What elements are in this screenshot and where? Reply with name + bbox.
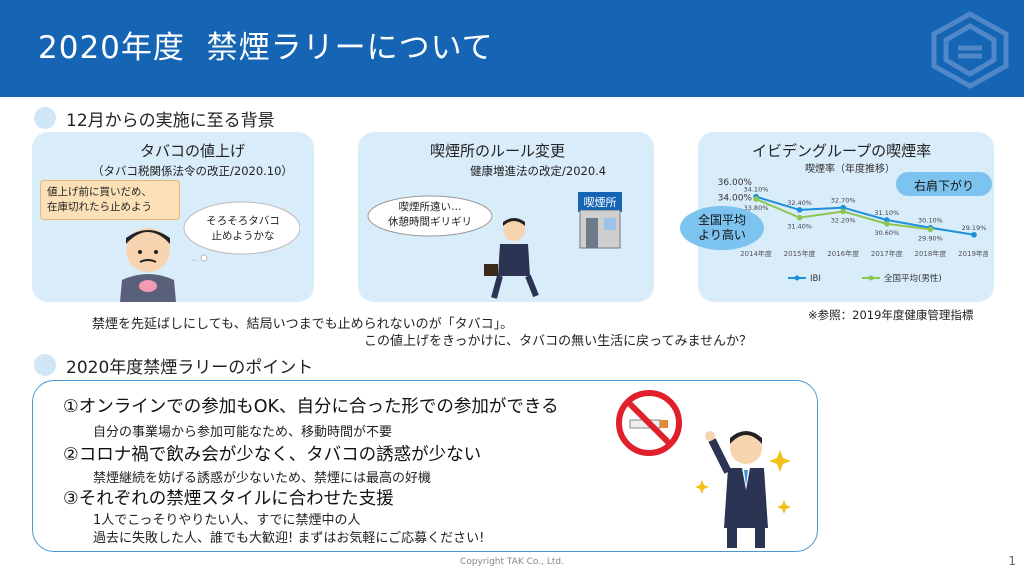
data-label: 30.10% <box>918 217 943 225</box>
page-number: 1 <box>1008 554 1016 568</box>
x-tick-label: 2019年度 <box>958 249 988 258</box>
running-businessman-illustration <box>484 218 539 299</box>
card-smoking-area-rule: 喫煙所のルール変更 健康増進法の改定/2020.4 喫煙所遠い… 休憩時間ギリギ… <box>358 132 654 302</box>
message-line-1: 禁煙を先延ばしにしても、結局いつまでも止められないのが「タバコ」。 <box>92 317 514 332</box>
copyright: Copyright TAK Co., Ltd. <box>460 557 564 567</box>
legend-label: IBI <box>810 274 821 284</box>
section-title-background: 12月からの実施に至る背景 <box>66 111 275 131</box>
point-3-heading: ③それぞれの禁煙スタイルに合わせた支援 <box>63 489 394 509</box>
thought-text: そろそろタバコ 止めようかな <box>206 215 280 242</box>
x-tick-label: 2014年度 <box>740 249 772 258</box>
data-point <box>884 217 890 223</box>
x-tick-label: 2015年度 <box>784 249 816 258</box>
card-ibiden-smoking-rate: イビデングループの喫煙率 <box>698 132 994 302</box>
point-2-detail: 禁煙継続を妨げる誘惑が少ないため、禁煙には最高の好機 <box>93 471 432 486</box>
section-title-points: 2020年度禁煙ラリーのポイント <box>66 358 314 378</box>
point-3-detail: 1人でこっそりやりたい人、すでに禁煙中の人 <box>93 513 361 528</box>
data-point <box>796 207 803 213</box>
tag-higher-than-average: 全国平均 より高い <box>680 206 764 250</box>
legend-label: 全国平均(男性) <box>884 273 942 284</box>
point-1-heading: ①オンラインでの参加もOK、自分に合った形での参加ができる <box>63 397 559 417</box>
data-point <box>971 231 977 238</box>
section-bullet <box>34 107 56 129</box>
smoking-area-sign: 喫煙所 <box>578 192 622 212</box>
point-2-heading: ②コロナ禍で飲み会が少なく、タバコの誘惑が少ない <box>63 445 482 465</box>
data-label: 34.10% <box>744 186 769 194</box>
x-tick-label: 2018年度 <box>914 249 946 258</box>
data-point <box>796 214 803 221</box>
data-point <box>884 221 890 227</box>
speech-bubble: 値上げ前に買いだめ、 在庫切れたら止めよう <box>40 180 180 220</box>
x-tick-label: 2016年度 <box>827 249 859 258</box>
tag-downward-trend: 右肩下がり <box>896 172 992 196</box>
card-title: 喫煙所のルール変更 <box>430 142 566 160</box>
cloud-bubble-icon <box>367 195 493 237</box>
worried-man-illustration <box>120 228 176 302</box>
card-subtitle: （タバコ税関係法令の改正/2020.10） <box>92 164 293 178</box>
data-point <box>840 208 846 215</box>
no-smoking-icon <box>616 390 682 456</box>
page-title: 2020年度 禁煙ラリーについて <box>38 30 494 66</box>
y-tick-label: 34.00% <box>718 194 753 204</box>
data-label: 32.70% <box>831 197 856 205</box>
data-label: 29.19% <box>962 224 987 232</box>
point-1-detail: 自分の事業場から参加可能なため、移動時間が不要 <box>93 425 393 440</box>
data-label: 29.90% <box>918 234 943 242</box>
pointing-businessman-illustration <box>696 431 791 548</box>
points-box: ①オンラインでの参加もOK、自分に合った形での参加ができる 自分の事業場から参加… <box>32 380 818 552</box>
card-title: イビデングループの喫煙率 <box>752 142 932 160</box>
smoking-rate-chart: 喫煙率（年度推移）36.00%34.00%32.00%2014年度2015年度2… <box>718 162 988 284</box>
cloud-text: 喫煙所遠い… 休憩時間ギリギリ <box>388 201 472 228</box>
legend-marker <box>868 275 874 281</box>
data-label: 30.60% <box>874 229 899 237</box>
chart-title: 喫煙率（年度推移） <box>805 162 895 175</box>
x-tick-label: 2017年度 <box>871 249 903 258</box>
data-point <box>927 226 934 233</box>
data-label: 31.40% <box>787 223 812 231</box>
legend-marker <box>794 275 800 281</box>
data-label: 32.20% <box>831 216 856 224</box>
message-line-2: この値上げをきっかけに、タバコの無い生活に戻ってみませんか？ <box>364 334 753 349</box>
data-label: 31.10% <box>874 209 899 217</box>
thought-bubble-icon <box>183 201 300 262</box>
card-tobacco-price: タバコの値上げ （タバコ税関係法令の改正/2020.10） 値上げ前に買いだめ、… <box>32 132 314 302</box>
header-bar: 2020年度 禁煙ラリーについて <box>0 0 1024 97</box>
card-title: タバコの値上げ <box>140 142 246 160</box>
series-line-0 <box>755 195 975 236</box>
data-point <box>753 196 759 202</box>
company-logo-icon <box>931 11 1009 89</box>
point-3-detail-2: 過去に失敗した人、誰でも大歓迎! まずはお気軽にご応募ください! <box>93 531 485 546</box>
data-point <box>840 204 846 211</box>
section-bullet <box>34 354 56 376</box>
card-subtitle: 健康増進法の改定/2020.4 <box>470 164 607 178</box>
building-icon <box>579 210 621 249</box>
data-label: 33.80% <box>744 204 769 212</box>
reference-note: ※参照：2019年度健康管理指標 <box>808 308 974 322</box>
data-label: 32.40% <box>787 199 812 207</box>
y-tick-label: 36.00% <box>718 178 753 188</box>
